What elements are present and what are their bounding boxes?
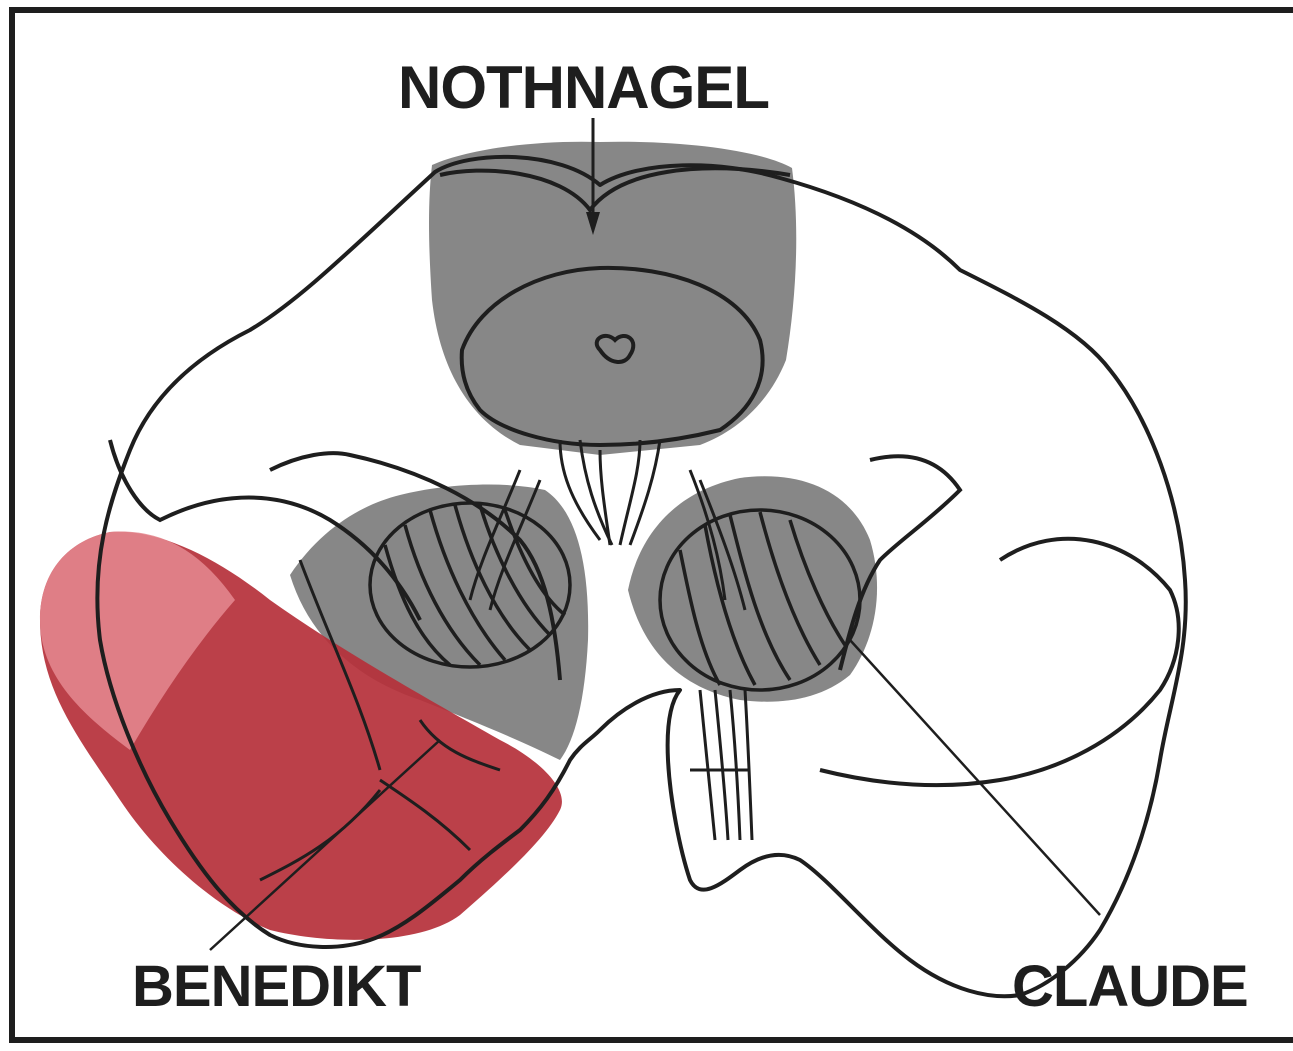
- benedikt-label: BENEDIKT: [132, 958, 420, 1016]
- claude-pointer-line: [850, 640, 1100, 915]
- claude-label: CLAUDE: [1012, 958, 1248, 1016]
- nothnagel-label: NOTHNAGEL: [398, 58, 769, 118]
